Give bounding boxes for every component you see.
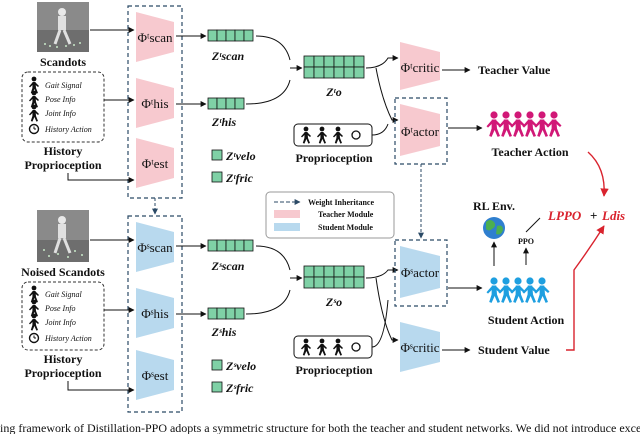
student-history-label: History: [44, 352, 83, 366]
student-history-item: Gait Signal: [45, 290, 82, 299]
rl-env-label: RL Env.: [473, 199, 515, 213]
legend-weight-label: Weight Inheritance: [308, 198, 374, 207]
student-phi-actor-label: Φˢactor: [401, 265, 440, 280]
student-proprio-icons: [301, 338, 361, 356]
student-z-scan-token: [207, 239, 254, 252]
teacher-proprio-icons: [301, 126, 361, 144]
dis-arrow-student: [566, 225, 605, 351]
student-actor-container: [394, 239, 448, 307]
student-history-item: Joint Info: [45, 318, 76, 327]
student-z-velo-label: Zˢvelo: [225, 359, 256, 373]
teacher-history-item: History Action: [44, 125, 92, 134]
student-z-o-label: Zˢo: [325, 295, 342, 309]
student-proprio-label: Proprioception: [295, 363, 372, 377]
teacher-z-his-label: Zᵗhis: [211, 115, 237, 129]
teacher-history-item: Gait Signal: [45, 81, 82, 90]
teacher-action-label: Teacher Action: [492, 145, 569, 159]
teacher-z-his-token: [207, 97, 245, 110]
student-action-label: Student Action: [488, 313, 565, 327]
student-phi-critic: [400, 322, 440, 372]
teacher-phi-scan: [136, 12, 174, 62]
teacher-value-label: Teacher Value: [478, 63, 551, 77]
legend-teacher-swatch: [274, 210, 300, 218]
teacher-phi-critic: [400, 42, 440, 90]
teacher-action-figures: [486, 111, 562, 137]
teacher-z-fric-token: [211, 171, 223, 183]
teacher-z-fric-label: Zᵗfric: [225, 171, 254, 185]
teacher-scandots-image: [37, 2, 89, 52]
student-phi-scan: [136, 222, 174, 272]
student-value-label: Student Value: [478, 343, 550, 357]
caption: ing framework of Distillation-PPO adopts…: [0, 421, 640, 434]
teacher-z-o-label: Zᵗo: [325, 85, 342, 99]
student-scandots-label: Noised Scandots: [21, 265, 105, 279]
teacher-history-box: [21, 71, 105, 143]
loss-dis: Ldis: [601, 208, 625, 223]
teacher-phi-his-label: Φᵗhis: [141, 96, 168, 111]
teacher-z-velo-token: [211, 149, 223, 161]
legend-teacher-label: Teacher Module: [318, 210, 374, 219]
teacher-phi-actor: [400, 104, 440, 156]
teacher-z-scan-label: Zᵗscan: [211, 49, 245, 63]
student-action-figures: [486, 277, 550, 303]
teacher-history-icons: [28, 76, 40, 135]
student-scandots-image: [37, 210, 89, 262]
student-phi-est-label: Φˢest: [142, 368, 169, 383]
globe-icon: [483, 217, 505, 239]
teacher-z-velo-label: Zᵗvelo: [225, 149, 256, 163]
teacher-scandots-label: Scandots: [40, 55, 86, 69]
student-z-velo-token: [211, 359, 223, 371]
loss-plus: +: [590, 208, 597, 223]
student-history-item: History Action: [44, 334, 92, 343]
teacher-phi-est: [136, 138, 174, 188]
teacher-proprio-label: Proprioception: [295, 151, 372, 165]
student-phi-critic-label: Φˢcritic: [401, 340, 440, 355]
student-z-his-label: Zˢhis: [211, 325, 237, 339]
teacher-phi-critic-label: Φᵗcritic: [401, 60, 440, 75]
student-history-label: Proprioception: [24, 366, 101, 380]
student-z-fric-label: Zˢfric: [225, 381, 254, 395]
teacher-phi-his: [136, 78, 174, 128]
student-z-his-token: [207, 307, 245, 320]
loss-ppo: LPPO: [547, 208, 582, 223]
student-history-icons: [28, 285, 40, 344]
teacher-phi-est-label: Φᵗest: [142, 156, 169, 171]
teacher-z-scan-token: [207, 29, 254, 42]
legend-student-swatch: [274, 223, 300, 231]
student-z-scan-label: Zˢscan: [211, 259, 245, 273]
dis-arrow-teacher: [587, 151, 609, 197]
teacher-history-label: History: [44, 144, 83, 158]
student-phi-actor: [400, 246, 440, 298]
student-z-fric-token: [211, 381, 223, 393]
teacher-phi-actor-label: Φᵗactor: [401, 124, 440, 139]
student-phi-his-label: Φˢhis: [141, 306, 168, 321]
teacher-phi-scan-label: Φᵗscan: [137, 30, 173, 45]
student-phi-est: [136, 350, 174, 400]
student-phi-his: [136, 288, 174, 338]
student-phi-scan-label: Φˢscan: [137, 240, 173, 255]
teacher-history-item: Pose Info: [44, 95, 75, 104]
teacher-history-item: Joint Info: [45, 109, 76, 118]
student-z-o-token: [303, 265, 365, 289]
student-encoder-container: [127, 215, 183, 413]
teacher-history-label: Proprioception: [24, 158, 101, 172]
student-history-box: [21, 281, 105, 351]
legend-student-label: Student Module: [318, 223, 373, 232]
teacher-z-o-token: [303, 55, 365, 79]
ppo-label: PPO: [518, 237, 534, 246]
student-history-item: Pose Info: [44, 304, 75, 313]
